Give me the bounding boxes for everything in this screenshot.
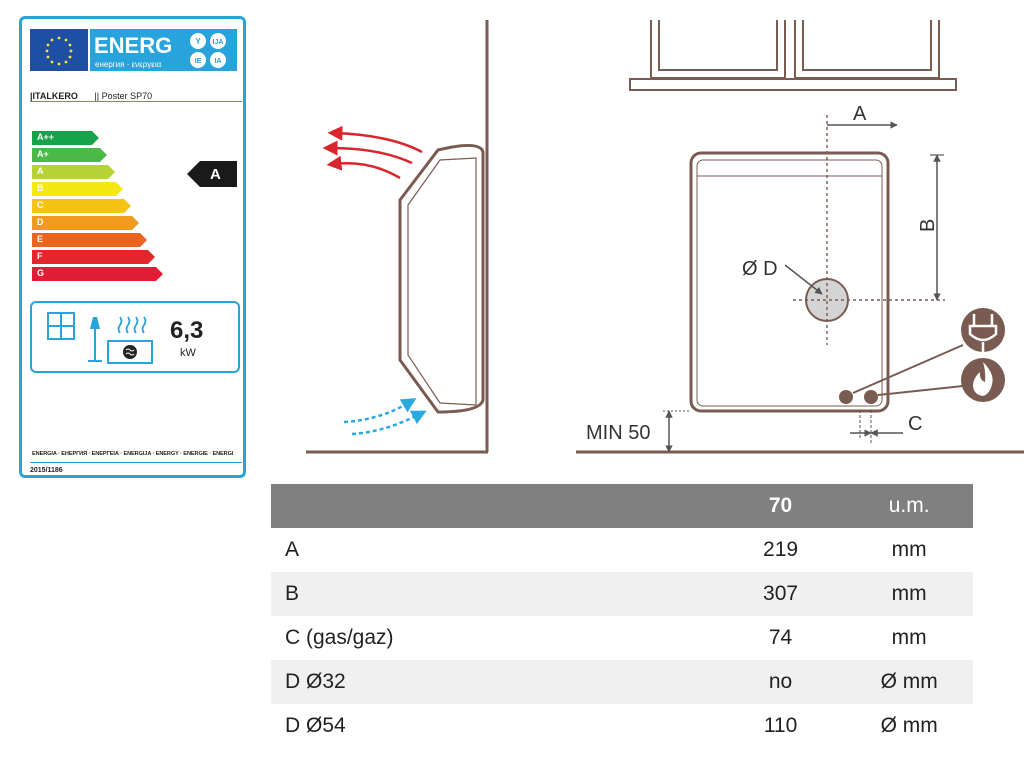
table-cell: 307 [715,572,846,616]
energy-class-label: A+ [37,149,49,159]
divider [30,462,242,463]
heater-front-outline [689,151,890,413]
energy-class-label: C [37,200,44,210]
flame-icon [961,358,1005,402]
power-inlet [839,390,853,404]
table-header-cell: u.m. [845,484,973,528]
energy-class-label: A [37,166,44,176]
table-row: D Ø54 110 Ø mm [271,704,973,748]
energy-class-label: E [37,234,44,244]
brand-line: |ITALKERO || Poster SP70 [30,91,153,101]
energy-class-label: G [37,268,45,278]
svg-text:енергия · ενεργεια: енергия · ενεργεια [95,60,162,69]
hot-air-arrow [326,155,401,180]
energy-class-bar: E [32,233,164,247]
table-cell: D Ø54 [285,714,346,737]
energy-class-bar: A [32,165,164,179]
energy-class-bar: B [32,182,164,196]
energy-language-row: ENERGIA · ЕНЕРГИЯ · ΕΝΕΡΓΕΙΑ · ENERGIJA … [32,451,234,457]
energy-label: ENERG енергия · ενεργεια Y IJA IE IA |IT… [19,16,246,478]
rating-class: A [210,166,221,183]
table-cell: C (gas/gaz) [285,626,394,649]
dimension-label-d: Ø D [742,258,778,280]
table-header-cell: 70 [715,484,846,528]
energy-class-bar: A++ [32,131,164,145]
table-cell: Ø mm [880,714,938,737]
table-cell: mm [891,538,927,561]
dimension-label-min: MIN 50 [586,422,650,444]
energy-class-bar: A+ [32,148,164,162]
svg-text:ENERG: ENERG [94,33,172,58]
energy-class-bar: F [32,250,164,264]
energy-label-header: ENERG енергия · ενεργεια Y IJA IE IA [30,29,237,71]
svg-text:IJA: IJA [213,39,224,46]
energy-class-label: F [37,251,43,261]
cold-air-arrow [343,398,417,424]
plug-icon [961,308,1005,352]
function-box: 6,3 kW [30,301,240,373]
energy-class-bar: G [32,267,164,281]
table-cell: A [285,538,300,561]
energy-class-label: D [37,217,44,227]
heater-side-outline [398,144,485,414]
table-row: B 307 mm [271,572,973,616]
side-view [306,20,489,454]
power-unit: kW [180,347,196,359]
table-cell: no [715,660,846,704]
table-cell: mm [845,572,973,616]
energy-class-label: A++ [37,132,55,142]
table-cell: B [271,572,716,616]
dimension-label-b: B [917,219,939,232]
table-cell: 74 [768,626,793,649]
regulation-number: 2015/1186 [30,467,63,474]
table-row: C (gas/gaz) 74 mm [271,616,973,660]
table-cell: mm [891,626,927,649]
front-view [576,20,1024,454]
hot-air-arrow [327,125,423,154]
power-value: 6,3 [170,317,204,344]
svg-text:Y: Y [195,37,201,46]
table-cell: 110 [763,714,798,737]
energy-class-bar: C [32,199,164,213]
room-heating-icon [47,312,153,364]
model-name: Poster SP70 [101,91,153,101]
gas-inlet [864,390,878,404]
table-row: A 219 mm [271,528,973,572]
divider [30,101,242,102]
energy-class-label: B [37,183,44,193]
installation-diagram: A B C Ø D MIN 50 [306,20,1024,454]
svg-text:IE: IE [195,58,202,65]
table-header-row: 70 u.m. [271,484,973,528]
dimension-label-a: A [853,103,867,125]
rating-arrow [187,161,237,187]
hot-air-arrow [322,140,413,165]
table-cell: D Ø32 [271,660,716,704]
svg-text:IA: IA [215,58,222,65]
cold-air-arrow [351,410,427,436]
brand-name: ITALKERO [32,91,78,101]
table-cell: Ø mm [845,660,973,704]
dimensions-table: 70 u.m. A 219 mm B 307 mm C (gas/gaz) 74… [271,484,973,748]
table-cell: 219 [763,538,799,561]
table-header-cell [271,484,716,528]
dimension-label-c: C [908,413,922,435]
energy-class-bar: D [32,216,164,230]
table-row: D Ø32 no Ø mm [271,660,973,704]
